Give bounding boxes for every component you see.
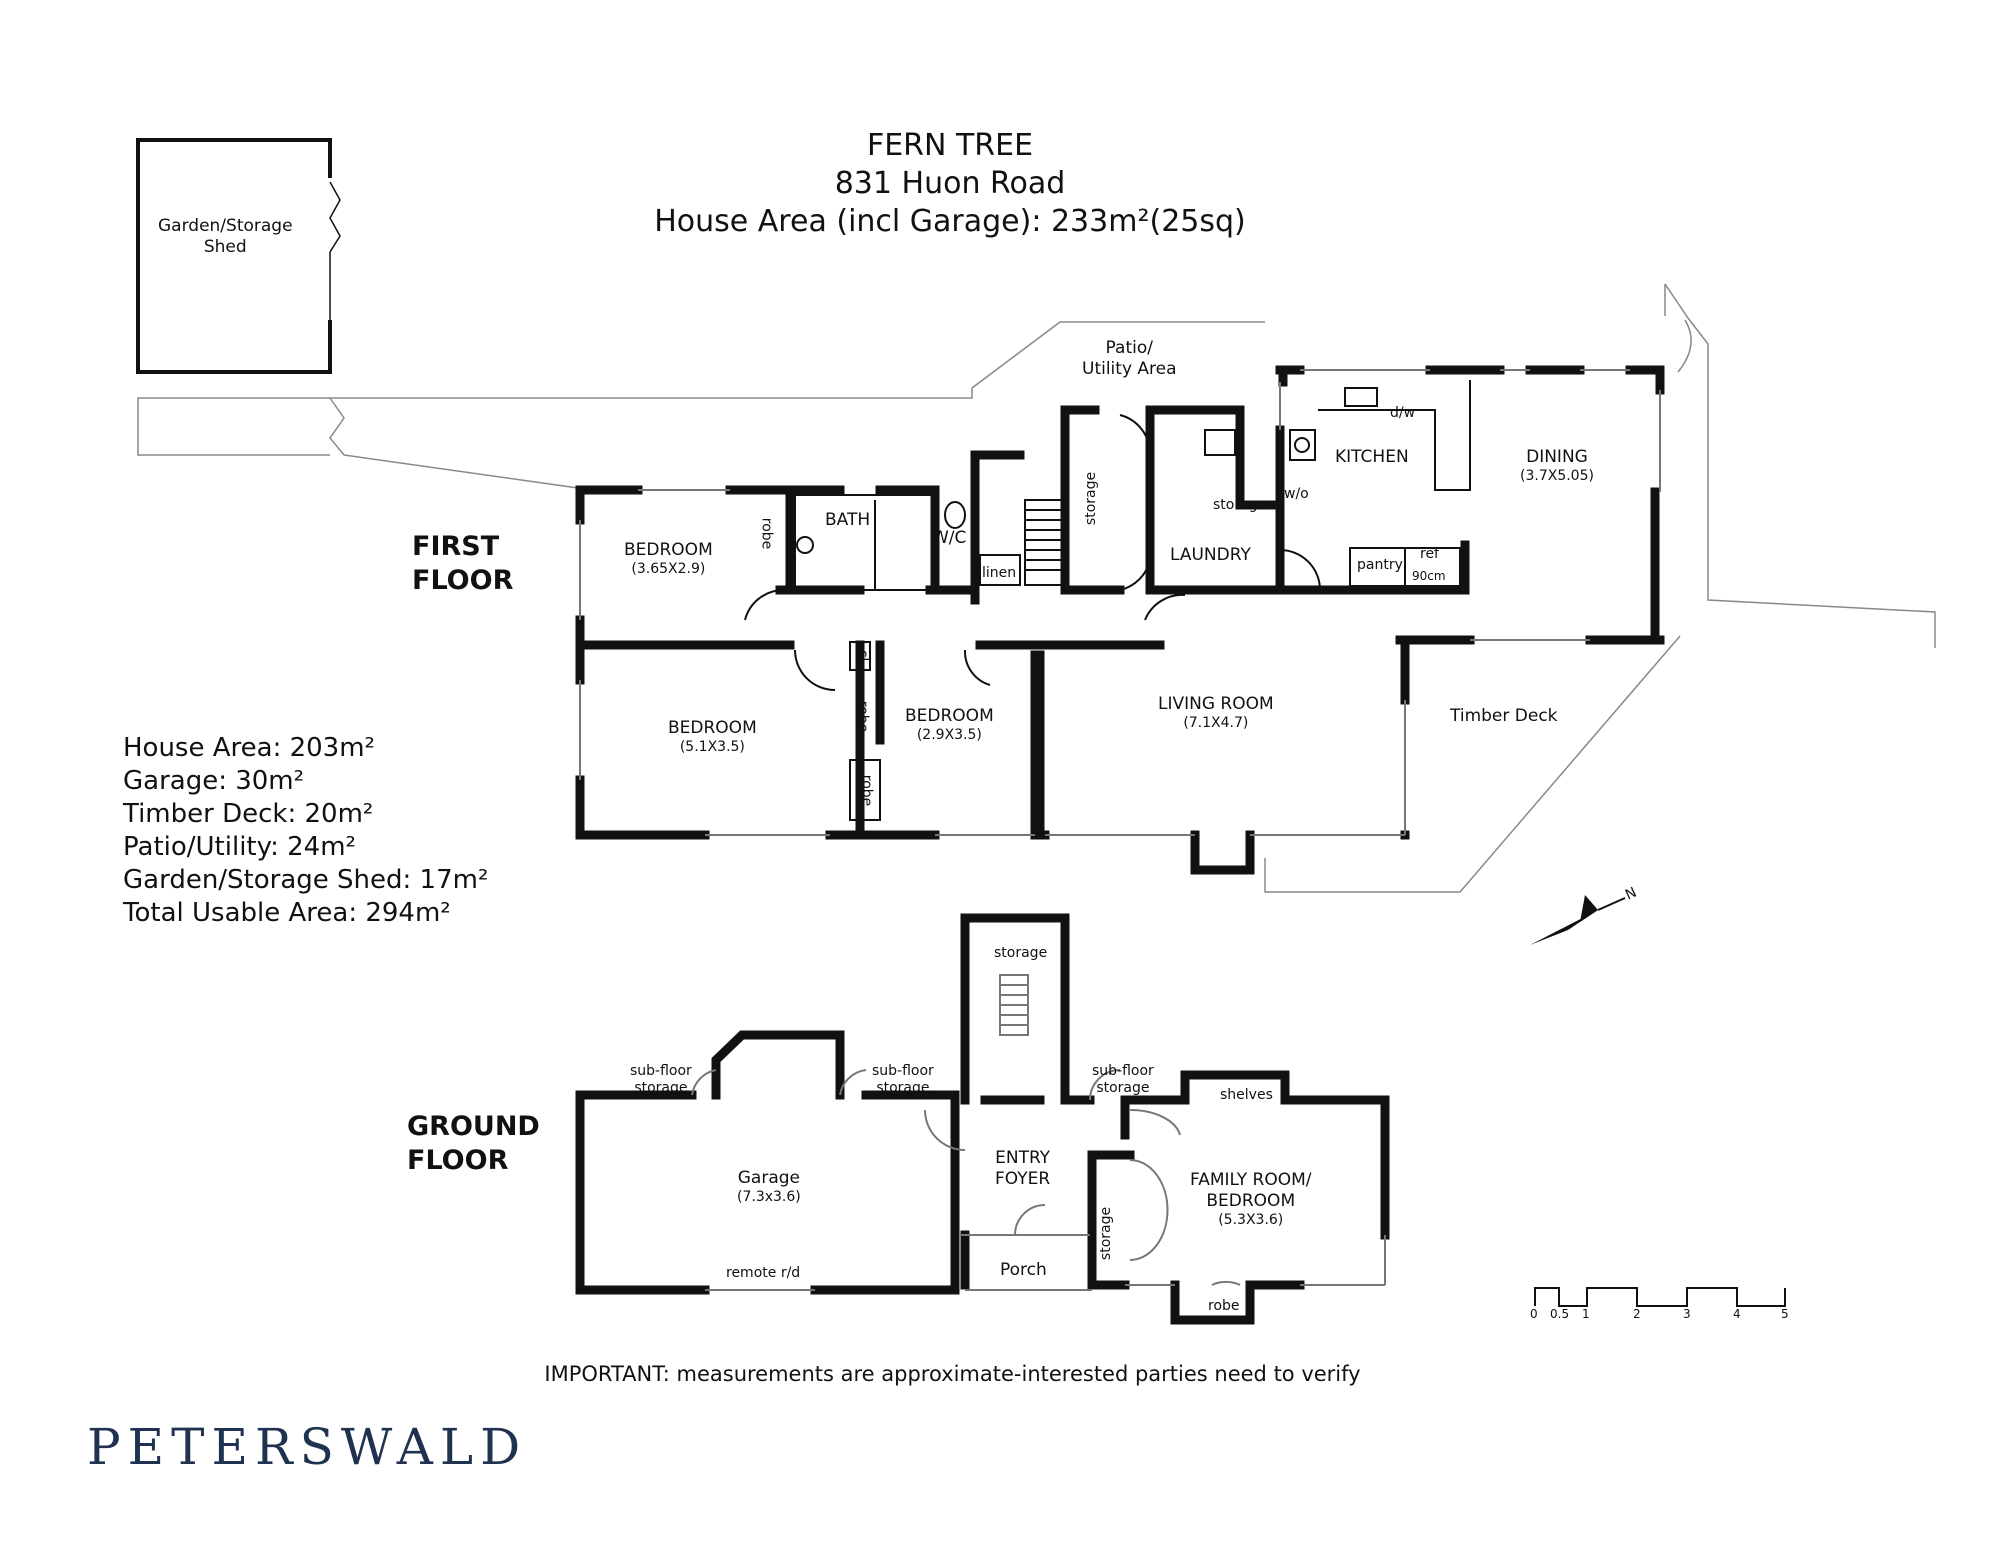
area-item: Timber Deck: 20m² bbox=[123, 799, 374, 829]
entry-foyer-line1: ENTRY bbox=[995, 1148, 1051, 1168]
ground-floor-label-line2: FLOOR bbox=[407, 1145, 509, 1176]
subfloor-storage-label-2: sub-floor storage bbox=[872, 1063, 934, 1097]
subfloor-2-line2: storage bbox=[876, 1080, 930, 1096]
fridge-width-label: 90cm bbox=[1412, 569, 1446, 583]
patio-label-line2: Utility Area bbox=[1082, 359, 1177, 379]
shed-label-line1: Garden/Storage bbox=[158, 216, 293, 236]
cl-label: cl bbox=[854, 649, 871, 662]
brand-logo: PETERSWALD bbox=[87, 1418, 528, 1476]
garden-shed bbox=[136, 138, 341, 374]
bedroom-3-name: BEDROOM bbox=[905, 706, 994, 726]
family-room-size: (5.3X3.6) bbox=[1218, 1212, 1284, 1228]
ground-floor-label: GROUND FLOOR bbox=[407, 1110, 540, 1178]
fridge-label: ref bbox=[1420, 546, 1439, 562]
bedroom-1-size: (3.65X2.9) bbox=[631, 561, 706, 577]
ground-floor-walls bbox=[575, 913, 1390, 1325]
scale-tick: 1 bbox=[1582, 1307, 1590, 1321]
house-area-title: House Area (incl Garage): 233m²(25sq) bbox=[654, 204, 1246, 239]
porch-label: Porch bbox=[1000, 1260, 1047, 1280]
bedroom-2-size: (5.1X3.5) bbox=[679, 739, 745, 755]
linen-label: linen bbox=[982, 565, 1017, 581]
first-floor-fixtures bbox=[744, 380, 1471, 821]
family-room-label: FAMILY ROOM/ BEDROOM (5.3X3.6) bbox=[1190, 1170, 1312, 1229]
family-room-line1: FAMILY ROOM/ bbox=[1190, 1170, 1312, 1190]
first-floor-walls bbox=[575, 365, 1665, 875]
subfloor-2-line1: sub-floor bbox=[872, 1063, 934, 1079]
scale-tick: 2 bbox=[1633, 1307, 1641, 1321]
ground-storage-label: storage bbox=[994, 945, 1048, 961]
timber-deck-label: Timber Deck bbox=[1450, 706, 1558, 726]
bedroom-3-size: (2.9X3.5) bbox=[916, 727, 982, 743]
scale-tick: 0.5 bbox=[1550, 1307, 1570, 1321]
bedroom-1-name: BEDROOM bbox=[624, 540, 713, 560]
patio-label: Patio/ Utility Area bbox=[1082, 338, 1177, 380]
scale-tick: 0 bbox=[1530, 1307, 1538, 1321]
subfloor-storage-label-3: sub-floor storage bbox=[1092, 1063, 1154, 1097]
first-floor-label-line1: FIRST bbox=[412, 531, 500, 562]
dining-name: DINING bbox=[1526, 447, 1588, 467]
scale-tick: 4 bbox=[1733, 1307, 1741, 1321]
shed-label-line2: Shed bbox=[203, 237, 247, 257]
laundry-label: LAUNDRY bbox=[1170, 545, 1251, 565]
area-item: House Area: 203m² bbox=[123, 733, 375, 763]
locality-title: FERN TREE bbox=[866, 128, 1034, 163]
first-floor-label: FIRST FLOOR bbox=[412, 530, 513, 598]
shelves-label: shelves bbox=[1220, 1087, 1273, 1103]
area-item: Garage: 30m² bbox=[123, 766, 305, 796]
family-room-line2: BEDROOM bbox=[1206, 1191, 1296, 1211]
laundry-storage-label: storage bbox=[1213, 497, 1267, 513]
bedroom-3-label: BEDROOM (2.9X3.5) bbox=[905, 706, 994, 744]
bath-label: BATH bbox=[825, 510, 871, 530]
wc-label: W/C bbox=[932, 528, 967, 548]
shed-label: Garden/Storage Shed bbox=[158, 216, 293, 258]
garage-label: Garage (7.3x3.6) bbox=[737, 1168, 801, 1206]
kitchen-label: KITCHEN bbox=[1335, 447, 1409, 467]
subfloor-1-line2: storage bbox=[634, 1080, 688, 1096]
family-robe-label: robe bbox=[1208, 1298, 1240, 1314]
entry-foyer-line2: FOYER bbox=[995, 1169, 1051, 1189]
pantry-label: pantry bbox=[1357, 557, 1403, 573]
family-storage-label: storage bbox=[1098, 1206, 1115, 1261]
bedroom-2-label: BEDROOM (5.1X3.5) bbox=[668, 718, 757, 756]
wall-oven-label: w/o bbox=[1284, 486, 1309, 502]
garage-size: (7.3x3.6) bbox=[737, 1189, 801, 1205]
patio-label-line1: Patio/ bbox=[1105, 338, 1153, 358]
remote-door-label: remote r/d bbox=[726, 1265, 801, 1281]
first-floor-windows bbox=[579, 369, 1661, 836]
first-floor-label-line2: FLOOR bbox=[412, 565, 514, 596]
scale-tick: 3 bbox=[1683, 1307, 1691, 1321]
area-item: Patio/Utility: 24m² bbox=[123, 832, 356, 862]
living-room-size: (7.1X4.7) bbox=[1183, 715, 1249, 731]
dining-size: (3.7X5.05) bbox=[1520, 468, 1594, 484]
robe-label-1: robe bbox=[758, 517, 775, 550]
bedroom-2-name: BEDROOM bbox=[668, 718, 757, 738]
ground-floor-thin bbox=[691, 974, 1386, 1291]
subfloor-1-line1: sub-floor bbox=[630, 1063, 692, 1079]
dishwasher-label: d/w bbox=[1390, 405, 1416, 421]
subfloor-storage-label-1: sub-floor storage bbox=[630, 1063, 692, 1097]
entry-foyer-label: ENTRY FOYER bbox=[995, 1148, 1050, 1190]
area-item: Garden/Storage Shed: 17m² bbox=[123, 865, 489, 895]
area-item: Total Usable Area: 294m² bbox=[123, 898, 451, 928]
ground-floor-label-line1: GROUND bbox=[407, 1111, 540, 1142]
scale-bar-graphic bbox=[1534, 1287, 1786, 1307]
measurement-notice: IMPORTANT: measurements are approximate-… bbox=[544, 1362, 1361, 1386]
scale-tick: 5 bbox=[1781, 1307, 1789, 1321]
bedroom-1-label: BEDROOM (3.65X2.9) bbox=[624, 540, 713, 578]
dining-label: DINING (3.7X5.05) bbox=[1520, 447, 1594, 485]
garage-name: Garage bbox=[737, 1168, 800, 1188]
compass bbox=[1530, 895, 1626, 945]
stair-storage-label: storage bbox=[1083, 471, 1100, 526]
patio-outline bbox=[137, 283, 1936, 893]
address-title: 831 Huon Road bbox=[834, 166, 1066, 201]
area-summary: House Area: 203m² Garage: 30m² Timber De… bbox=[123, 732, 488, 930]
subfloor-3-line1: sub-floor bbox=[1092, 1063, 1154, 1079]
robe-label-3: robe bbox=[858, 774, 875, 807]
subfloor-3-line2: storage bbox=[1096, 1080, 1150, 1096]
robe-label-2: robe bbox=[854, 700, 871, 733]
living-room-name: LIVING ROOM bbox=[1158, 694, 1274, 714]
living-room-label: LIVING ROOM (7.1X4.7) bbox=[1158, 694, 1274, 732]
